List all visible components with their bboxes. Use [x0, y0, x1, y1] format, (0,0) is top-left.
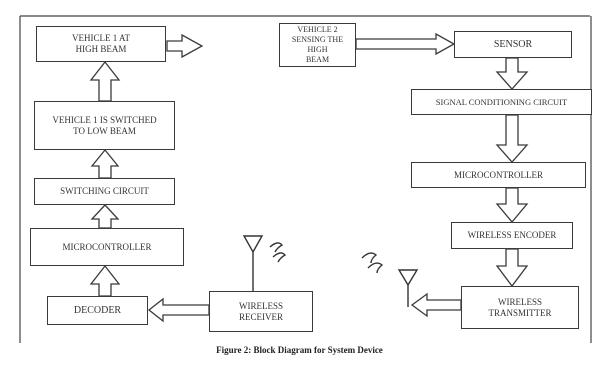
- arrow-up-lowbeam-to-highbeam: [89, 60, 121, 102]
- antenna-receiver-icon: [242, 235, 264, 254]
- antenna-transmitter-icon: [397, 269, 419, 287]
- vehicle1-low-beam-line1: VEHICLE 1 IS SWITCHED: [52, 114, 157, 125]
- arrow-left-transmitter-to-antenna: [410, 292, 462, 318]
- wireless-transmitter-line2: TRANSMITTER: [488, 307, 552, 318]
- wireless-encoder-label: WIRELESS ENCODER: [467, 230, 557, 240]
- wireless-receiver-line1: WIRELESS: [239, 300, 283, 311]
- arrow-up-switching-to-lowbeam: [90, 148, 120, 179]
- arrow-up-decoder-to-micro: [89, 264, 121, 297]
- arrow-right-highbeam-out: [166, 33, 204, 59]
- right-microcontroller-box: MICROCONTROLLER: [411, 162, 586, 188]
- left-microcontroller-label: MICROCONTROLLER: [62, 241, 152, 252]
- sensor-box: SENSOR: [454, 31, 572, 58]
- arrow-right-vehicle2-to-sensor: [355, 32, 456, 56]
- sensor-label: SENSOR: [493, 39, 533, 50]
- switching-circuit-box: SWITCHING CIRCUIT: [34, 178, 175, 205]
- arrow-down-encoder-to-transmitter: [495, 248, 529, 288]
- wireless-transmitter-line1: WIRELESS: [498, 296, 542, 307]
- vehicle2-sensing-box: VEHICLE 2 SENSING THE HIGH BEAM: [279, 23, 356, 67]
- arrow-left-receiver-to-decoder: [147, 297, 210, 323]
- right-microcontroller-label: MICROCONTROLLER: [453, 169, 543, 180]
- signal-conditioning-box: SIGNAL CONDITIONING CIRCUIT: [411, 89, 592, 115]
- vehicle1-high-beam-box: VEHICLE 1 AT HIGH BEAM: [36, 26, 166, 62]
- vehicle1-low-beam-box: VEHICLE 1 IS SWITCHED TO LOW BEAM: [34, 101, 175, 150]
- signal-conditioning-label: SIGNAL CONDITIONING CIRCUIT: [435, 96, 568, 107]
- wireless-receiver-box: WIRELESS RECEIVER: [209, 291, 313, 332]
- switching-circuit-label: SWITCHING CIRCUIT: [60, 186, 149, 196]
- wireless-receiver-line2: RECEIVER: [239, 311, 283, 322]
- vehicle2-sensing-line2: SENSING THE HIGH: [291, 35, 344, 54]
- vehicle2-sensing-line1: VEHICLE 2: [297, 25, 338, 34]
- arrow-down-micro-to-encoder: [495, 187, 529, 224]
- figure-caption: Figure 2: Block Diagram for System Devic…: [216, 345, 383, 355]
- signal-waves-transmitter-icon: [361, 252, 384, 274]
- arrow-up-micro-to-switching: [90, 204, 120, 229]
- wireless-transmitter-box: WIRELESS TRANSMITTER: [461, 286, 579, 329]
- wireless-encoder-box: WIRELESS ENCODER: [451, 222, 573, 249]
- decoder-box: DECODER: [47, 296, 148, 325]
- decoder-label: DECODER: [73, 305, 122, 316]
- arrow-down-sensor-to-signal: [495, 57, 529, 90]
- vehicle1-low-beam-line2: TO LOW BEAM: [73, 125, 136, 136]
- signal-waves-receiver-icon: [269, 242, 287, 263]
- vehicle2-sensing-line3: BEAM: [305, 55, 330, 64]
- left-microcontroller-box: MICROCONTROLLER: [30, 228, 184, 266]
- arrow-down-signal-to-micro: [495, 114, 529, 163]
- vehicle1-high-beam-line1: VEHICLE 1 AT: [72, 33, 130, 43]
- vehicle1-high-beam-line2: HIGH BEAM: [75, 44, 127, 54]
